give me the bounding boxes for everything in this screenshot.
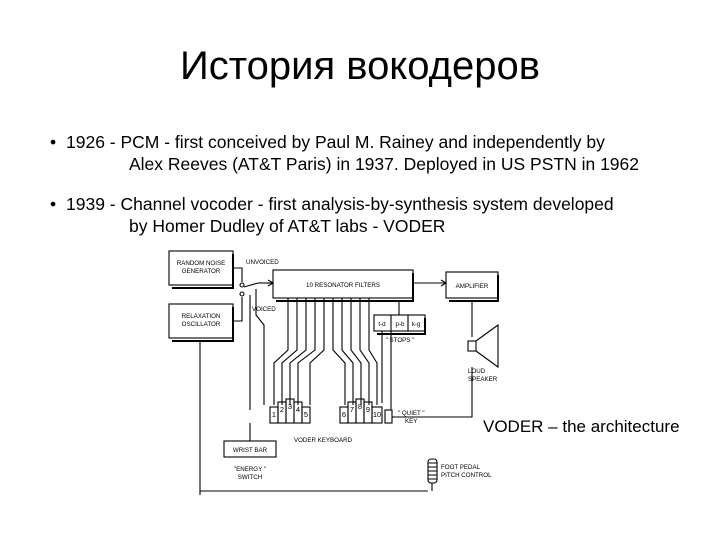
quiet-key (384, 409, 393, 424)
energy-switch-label-1: "ENERGY " (234, 466, 266, 473)
key-number: 9 (366, 405, 370, 414)
stop-kg-label: k-g (412, 321, 421, 328)
energy-switch-label-2: SWITCH (238, 474, 262, 481)
slide-title: История вокодеров (180, 44, 540, 88)
key-number: 10 (373, 410, 381, 419)
key-number: 7 (350, 405, 354, 414)
loud-speaker-label-1: LOUD (468, 368, 486, 375)
key-number: 6 (342, 410, 346, 419)
key-number: 1 (272, 410, 276, 419)
wrist-bar-label: WRIST BAR (233, 447, 268, 454)
resonator-label: 10 RESONATOR FILTERS (306, 282, 380, 289)
bullet-marker: • (50, 132, 57, 152)
random-noise-label-2: GENERATOR (182, 268, 221, 275)
key-number: 3 (288, 402, 292, 411)
diagram-caption: VODER – the architecture (483, 417, 680, 436)
keyboard-label: VODER KEYBOARD (294, 437, 353, 444)
random-noise-label-1: RANDOM NOISE (177, 260, 225, 267)
quiet-key-label-1: " QUIET " (398, 410, 425, 417)
key-number: 5 (304, 410, 308, 419)
key (301, 406, 311, 424)
key-number: 8 (358, 402, 362, 411)
amplifier-label: AMPLIFIER (456, 283, 489, 290)
foot-pedal-label-2: PITCH CONTROL (441, 472, 492, 479)
stop-td-label: t-d (378, 321, 386, 328)
unvoiced-label: UNVOICED (246, 259, 279, 266)
bullet-marker: • (50, 194, 57, 214)
stops-label: " STOPS " (386, 337, 415, 344)
bullet-pcm-line1: 1926 - PCM - first conceived by Paul M. … (66, 132, 605, 152)
voder-diagram: RANDOM NOISE GENERATOR RELAXATION OSCILL… (168, 250, 499, 495)
foot-pedal-label-1: FOOT PEDAL (441, 464, 481, 471)
stop-pb-label: p-b (396, 321, 406, 328)
quiet-key-label-2: KEY (405, 418, 417, 425)
relaxation-label-2: OSCILLATOR (182, 321, 221, 328)
key (371, 406, 383, 424)
loud-speaker-label-2: SPEAKER (468, 376, 498, 383)
voiced-label: VOICED (252, 306, 276, 313)
bullet-vocoder-line1: 1939 - Channel vocoder - first analysis-… (66, 194, 614, 214)
key-number: 4 (296, 405, 300, 414)
key-number: 2 (280, 405, 284, 414)
bullet-vocoder-line2: by Homer Dudley of AT&T labs - VODER (129, 216, 446, 236)
relaxation-label-1: RELAXATION (182, 313, 221, 320)
bullet-pcm-line2: Alex Reeves (AT&T Paris) in 1937. Deploy… (129, 154, 640, 174)
loud-speaker (467, 340, 477, 352)
